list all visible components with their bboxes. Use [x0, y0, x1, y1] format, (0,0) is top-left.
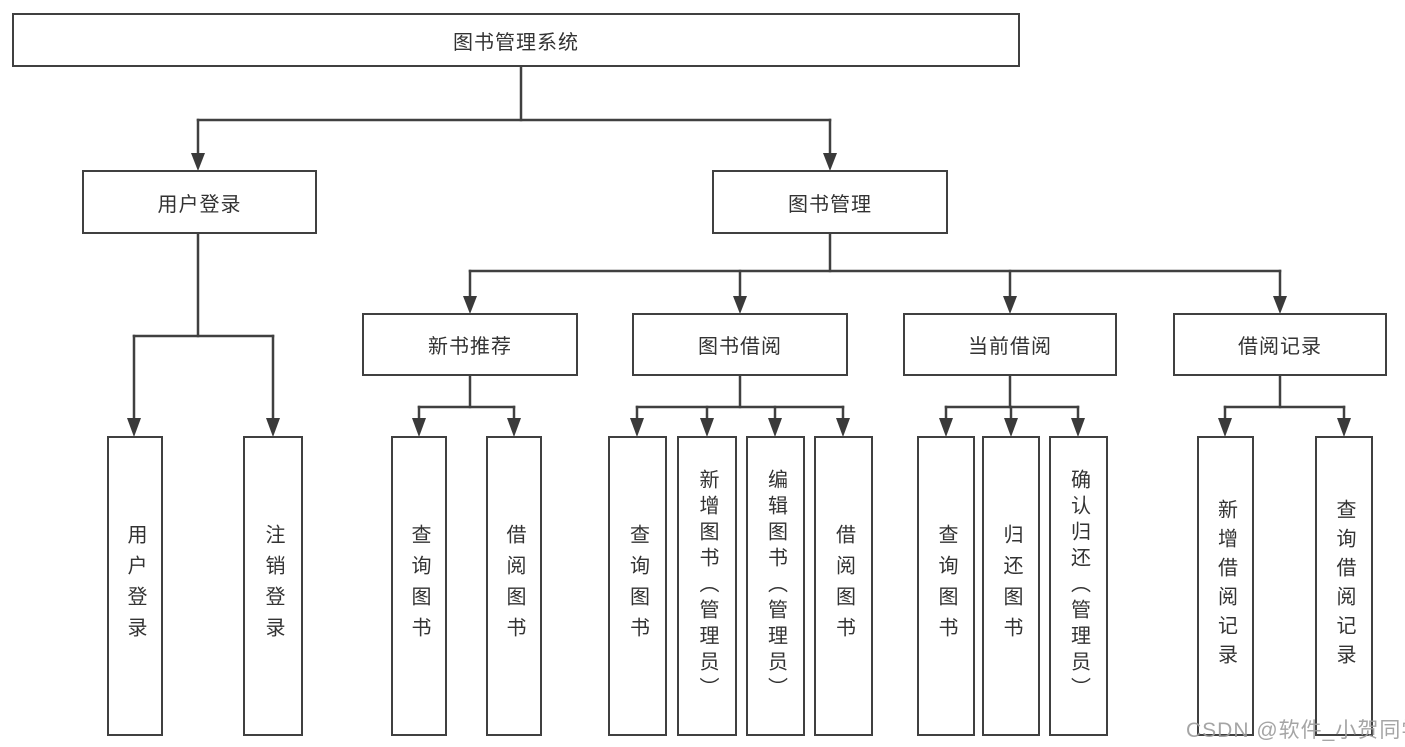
leaf-add-borrow-record: 新增借阅记录 [1197, 436, 1254, 736]
leaf-borrow-book-recommend-label: 借阅图书 [503, 524, 525, 648]
node-book-management: 图书管理 [712, 170, 948, 234]
leaf-user-login: 用户登录 [107, 436, 163, 736]
leaf-borrow-book: 借阅图书 [814, 436, 873, 736]
node-new-book-recommend: 新书推荐 [362, 313, 578, 376]
leaf-query-book-recommend-label: 查询图书 [408, 524, 430, 648]
node-new-book-recommend-label: 新书推荐 [428, 336, 512, 358]
node-book-management-label: 图书管理 [788, 193, 872, 216]
leaf-query-book-borrow-label: 查询图书 [626, 524, 649, 648]
csdn-watermark: CSDN @软件_小贺同学 [1186, 719, 1405, 742]
node-user-login-label: 用户登录 [157, 193, 242, 216]
leaf-confirm-return-admin: 确认归还（管理员） [1049, 436, 1108, 736]
node-book-borrow: 图书借阅 [632, 313, 848, 376]
leaf-return-book-label: 归还图书 [1000, 524, 1022, 648]
leaf-logout-label: 注销登录 [262, 524, 284, 648]
leaf-edit-book-admin: 编辑图书（管理员） [746, 436, 805, 736]
leaf-borrow-book-recommend: 借阅图书 [486, 436, 542, 736]
leaf-query-book-current-label: 查询图书 [935, 524, 957, 648]
arrowheads [127, 153, 1351, 437]
leaf-query-book-borrow: 查询图书 [608, 436, 667, 736]
leaf-borrow-book-label: 借阅图书 [832, 524, 855, 648]
node-borrow-records-label: 借阅记录 [1238, 336, 1322, 358]
node-root-label: 图书管理系统 [453, 31, 579, 54]
node-borrow-records: 借阅记录 [1173, 313, 1387, 376]
leaf-add-book-admin: 新增图书（管理员） [677, 436, 737, 736]
leaf-query-borrow-record-label: 查询借阅记录 [1333, 499, 1355, 673]
leaf-query-borrow-record: 查询借阅记录 [1315, 436, 1373, 736]
leaf-edit-book-admin-label: 编辑图书（管理员） [764, 469, 787, 703]
node-book-borrow-label: 图书借阅 [698, 336, 782, 358]
leaf-query-book-current: 查询图书 [917, 436, 975, 736]
node-user-login: 用户登录 [82, 170, 317, 234]
leaf-return-book: 归还图书 [982, 436, 1040, 736]
leaf-add-borrow-record-label: 新增借阅记录 [1214, 499, 1237, 673]
leaf-add-book-admin-label: 新增图书（管理员） [696, 469, 718, 703]
leaf-user-login-label: 用户登录 [124, 524, 146, 648]
leaf-logout: 注销登录 [243, 436, 303, 736]
node-current-borrow-label: 当前借阅 [968, 336, 1052, 358]
leaf-confirm-return-admin-label: 确认归还（管理员） [1067, 469, 1090, 703]
node-root: 图书管理系统 [12, 13, 1020, 67]
leaf-query-book-recommend: 查询图书 [391, 436, 447, 736]
node-current-borrow: 当前借阅 [903, 313, 1117, 376]
